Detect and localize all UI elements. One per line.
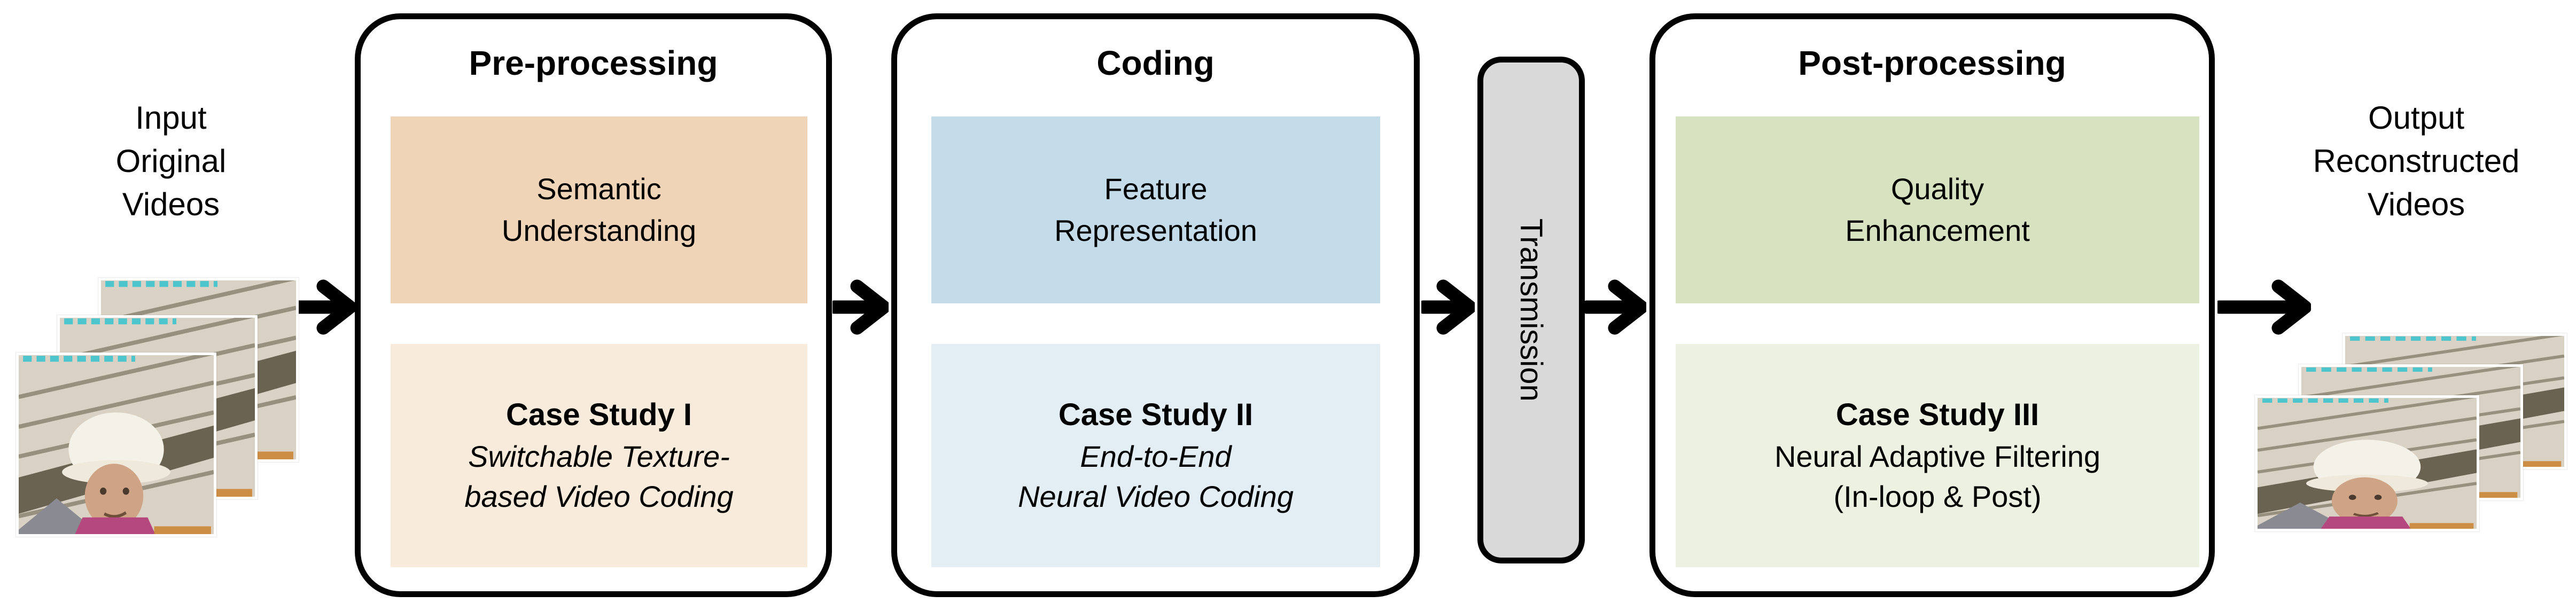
input-videos-label: Input Original Videos	[115, 100, 227, 222]
stage-post-processing: Post-processing Quality Enhancement Case…	[1649, 13, 2215, 597]
case-study-title: Case Study II	[1058, 397, 1254, 433]
stage-title: Coding	[1096, 44, 1215, 82]
video-frame-thumbnail	[2255, 395, 2479, 531]
stage-pre-processing: Pre-processing Semantic Understanding Ca…	[355, 13, 832, 597]
arrow-right-icon	[2217, 279, 2311, 335]
stage-coding: Coding Feature Representation Case Study…	[891, 13, 1420, 597]
block-label: Feature Representation	[1054, 171, 1257, 247]
arrow-right-icon	[1421, 279, 1475, 335]
quality-enhancement-block: Quality Enhancement	[1676, 116, 2199, 303]
case-study-title: Case Study I	[505, 397, 692, 433]
case-study-description: Switchable Texture- based Video Coding	[464, 439, 734, 514]
semantic-understanding-block: Semantic Understanding	[391, 116, 807, 303]
arrow-right-icon	[1585, 279, 1646, 335]
stage-title: Pre-processing	[469, 44, 718, 82]
case-study-2-block: Case Study II End-to-End Neural Video Co…	[931, 344, 1380, 567]
feature-representation-block: Feature Representation	[931, 116, 1380, 303]
output-videos-label: Output Reconstructed Videos	[2313, 100, 2520, 222]
case-study-description: End-to-End Neural Video Coding	[1018, 439, 1294, 514]
case-study-description: Neural Adaptive Filtering (In-loop & Pos…	[1774, 439, 2101, 514]
arrow-right-icon	[832, 279, 889, 335]
video-frame-thumbnail	[16, 352, 216, 537]
block-label: Semantic Understanding	[501, 171, 697, 247]
case-study-title: Case Study III	[1835, 397, 2040, 433]
transmission-label: Transmission	[1514, 218, 1548, 402]
stage-title: Post-processing	[1798, 44, 2066, 82]
case-study-3-block: Case Study III Neural Adaptive Filtering…	[1676, 344, 2199, 567]
case-study-1-block: Case Study I Switchable Texture- based V…	[391, 344, 807, 567]
transmission-block: Transmission	[1477, 57, 1585, 563]
block-label: Quality Enhancement	[1845, 171, 2030, 247]
